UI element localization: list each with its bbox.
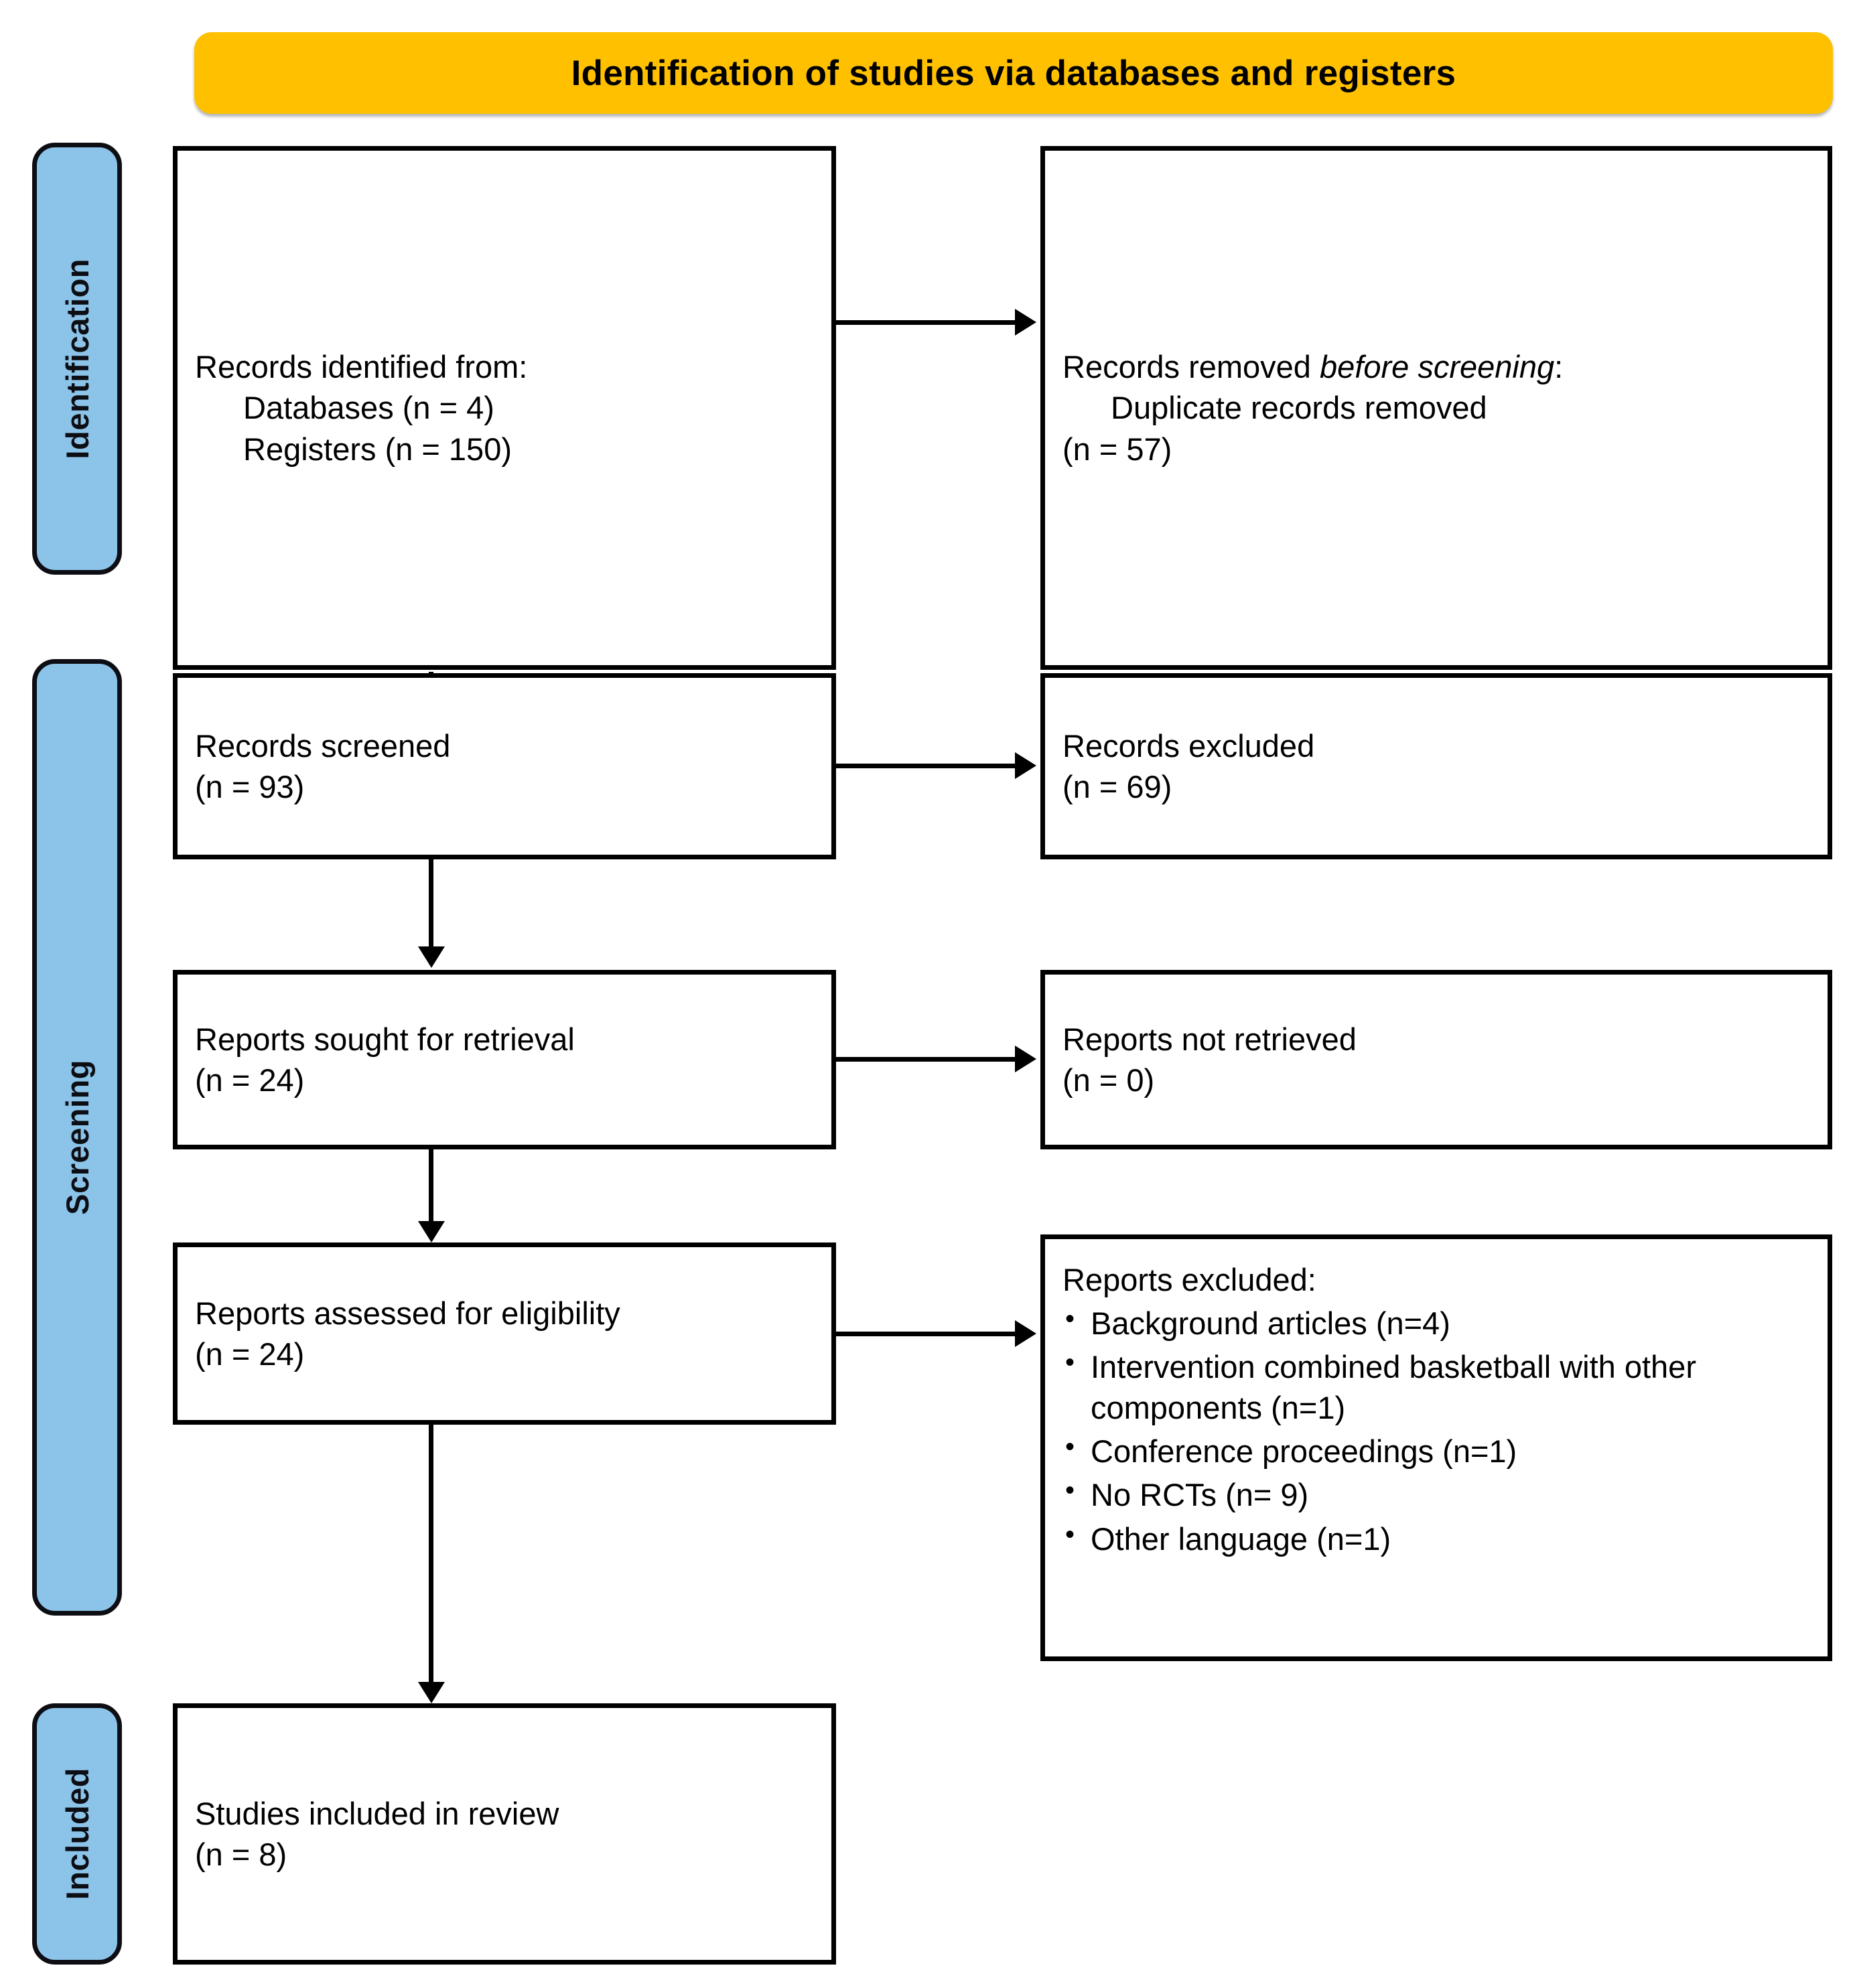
- box-records-excluded: Records excluded (n = 69): [1040, 673, 1832, 859]
- list-item: Conference proceedings (n=1): [1062, 1429, 1810, 1472]
- records-screened-label: Records screened: [195, 727, 451, 764]
- reports-not-retrieved-label: Reports not retrieved: [1062, 1021, 1357, 1057]
- box-reports-not-retrieved: Reports not retrieved (n = 0): [1040, 970, 1832, 1149]
- records-removed-heading-post: :: [1554, 349, 1564, 385]
- records-excluded-label: Records excluded: [1062, 727, 1315, 764]
- connector-sought-to-assessed-shaft: [429, 1149, 433, 1221]
- records-identified-databases: Databases (n = 4): [243, 390, 494, 426]
- studies-included-count: (n = 8): [195, 1837, 287, 1872]
- records-excluded-count: (n = 69): [1062, 769, 1172, 804]
- records-removed-count: (n = 57): [1062, 431, 1172, 467]
- banner-title: Identification of studies via databases …: [571, 53, 1456, 93]
- box-records-identified: Records identified from: Databases (n = …: [173, 146, 836, 670]
- phase-label-included: Included: [32, 1703, 122, 1965]
- box-reports-excluded: Reports excluded: Background articles (n…: [1040, 1234, 1832, 1661]
- box-reports-sought: Reports sought for retrieval (n = 24): [173, 970, 836, 1149]
- connector-assessed-to-included-shaft: [429, 1425, 433, 1682]
- connector-assessed-to-reports-excluded: [836, 1332, 1015, 1336]
- connector-sought-to-not-retrieved: [836, 1057, 1015, 1062]
- arrowhead-assessed-to-included: [418, 1682, 445, 1703]
- reports-not-retrieved-count: (n = 0): [1062, 1062, 1155, 1098]
- phase-label-included-text: Included: [59, 1768, 95, 1900]
- reports-assessed-count: (n = 24): [195, 1336, 305, 1372]
- reports-assessed-label: Reports assessed for eligibility: [195, 1295, 620, 1331]
- box-records-removed: Records removed before screening: Duplic…: [1040, 146, 1832, 670]
- records-removed-heading-pre: Records removed: [1062, 349, 1320, 385]
- reports-excluded-list: Background articles (n=4) Intervention c…: [1062, 1300, 1810, 1559]
- reports-sought-count: (n = 24): [195, 1062, 305, 1098]
- arrowhead-screened-to-excluded: [1015, 752, 1036, 779]
- arrowhead-sought-to-assessed: [418, 1221, 445, 1242]
- phase-label-identification: Identification: [32, 143, 122, 575]
- box-reports-assessed: Reports assessed for eligibility (n = 24…: [173, 1242, 836, 1425]
- list-item: Other language (n=1): [1062, 1517, 1810, 1559]
- list-item: No RCTs (n= 9): [1062, 1473, 1810, 1515]
- phase-label-screening: Screening: [32, 659, 122, 1616]
- reports-excluded-title: Reports excluded:: [1062, 1262, 1316, 1297]
- records-identified-line1: Records identified from:: [195, 349, 528, 385]
- studies-included-label: Studies included in review: [195, 1795, 559, 1831]
- arrowhead-screened-to-sought: [418, 946, 445, 968]
- list-item: Background articles (n=4): [1062, 1301, 1810, 1344]
- phase-label-screening-text: Screening: [59, 1060, 95, 1215]
- records-screened-count: (n = 93): [195, 769, 305, 804]
- diagram-header-banner: Identification of studies via databases …: [194, 32, 1833, 114]
- arrowhead-identified-to-removed: [1015, 309, 1036, 336]
- box-records-screened: Records screened (n = 93): [173, 673, 836, 859]
- reports-sought-label: Reports sought for retrieval: [195, 1021, 575, 1057]
- arrowhead-sought-to-not-retrieved: [1015, 1046, 1036, 1072]
- phase-label-identification-text: Identification: [59, 258, 95, 459]
- connector-screened-to-excluded: [836, 764, 1015, 768]
- connector-identified-to-removed: [836, 320, 1015, 325]
- records-removed-heading: Records removed before screening:: [1062, 346, 1810, 387]
- records-identified-registers: Registers (n = 150): [243, 431, 512, 467]
- list-item: Intervention combined basketball with ot…: [1062, 1345, 1810, 1428]
- box-studies-included: Studies included in review (n = 8): [173, 1703, 836, 1965]
- arrowhead-assessed-to-reports-excluded: [1015, 1320, 1036, 1347]
- connector-screened-to-sought-shaft: [429, 859, 433, 946]
- records-removed-heading-italic: before screening: [1320, 349, 1555, 385]
- records-removed-duplicates: Duplicate records removed: [1111, 390, 1487, 426]
